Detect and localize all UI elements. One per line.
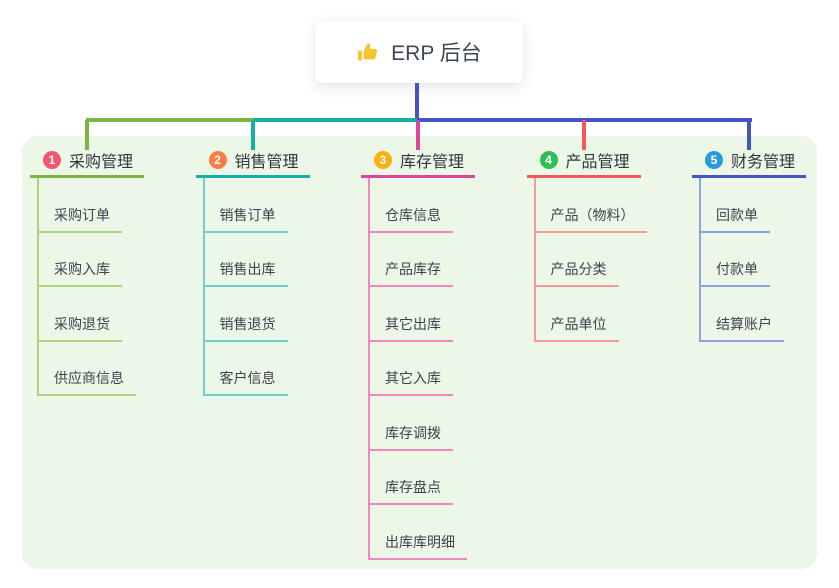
branch-badge: 5 [705,151,723,169]
branch-label: 采购管理 [69,154,134,171]
branch-riser-2 [250,120,255,150]
branch-badge: 2 [208,151,227,169]
branch-header[interactable]: 5 财务管理 [692,145,806,178]
branch-trunk-line [368,178,370,560]
child-node[interactable]: 出库库明细 [368,505,467,560]
branch-children: 仓库信息 产品库存 其它出库 其它入库 库存调拨 库存盘点 出库库明细 [368,178,475,560]
branch-children: 销售订单 销售出库 销售退货 客户信息 [202,178,310,396]
child-node[interactable]: 采购退货 [37,287,122,342]
child-node[interactable]: 产品单位 [533,287,619,342]
child-row: 付款单 [699,233,806,287]
child-row: 销售订单 [202,178,310,233]
child-node[interactable]: 产品（物料） [533,178,647,233]
child-node[interactable]: 库存盘点 [368,451,453,505]
branch-header[interactable]: 4 产品管理 [526,145,641,178]
child-row: 库存盘点 [368,451,475,505]
child-row: 回款单 [699,178,806,233]
branch-4: 4 产品管理 产品（物料） 产品分类 产品单位 [526,145,647,342]
branch-badge: 1 [43,151,61,169]
child-row: 产品分类 [533,233,641,287]
child-node[interactable]: 其它出库 [368,287,453,342]
branch-badge: 3 [374,151,392,169]
branch-label: 销售管理 [234,154,299,171]
branch-header[interactable]: 3 库存管理 [361,145,475,178]
branch-label: 财务管理 [731,154,796,171]
thumbs-up-icon [356,40,380,64]
child-node[interactable]: 销售出库 [202,233,288,287]
child-node[interactable]: 产品库存 [368,233,453,287]
branch-badge: 4 [539,151,558,169]
child-node[interactable]: 销售订单 [202,178,288,233]
child-row: 销售退货 [202,287,310,342]
bus-segment-middle [253,118,418,122]
branch-trunk-line [202,178,205,396]
branch-3: 3 库存管理 仓库信息 产品库存 其它出库 其它入库 库存调拨 库存盘点 出库库… [361,145,475,560]
child-node[interactable]: 销售退货 [202,287,288,342]
child-node[interactable]: 产品分类 [533,233,619,287]
child-row: 采购入库 [37,233,144,287]
child-row: 客户信息 [202,342,310,396]
child-row: 出库库明细 [368,505,475,560]
child-node[interactable]: 付款单 [699,233,770,287]
child-row: 结算账户 [699,287,806,342]
branch-trunk-line [37,178,39,396]
branches-panel [22,136,817,569]
child-node[interactable]: 采购订单 [37,178,122,233]
child-row: 供应商信息 [37,342,144,396]
child-node[interactable]: 库存调拨 [368,396,453,451]
branch-2: 2 销售管理 销售订单 销售出库 销售退货 客户信息 [195,145,310,396]
branch-5: 5 财务管理 回款单 付款单 结算账户 [692,145,806,342]
branch-header[interactable]: 1 采购管理 [30,145,144,178]
child-node[interactable]: 仓库信息 [368,178,453,233]
bus-segment-left [86,118,253,122]
child-node[interactable]: 客户信息 [202,342,288,396]
branch-riser-1 [85,120,89,150]
branch-label: 库存管理 [400,154,465,171]
root-node[interactable]: ERP 后台 [315,21,523,83]
child-node[interactable]: 结算账户 [699,287,784,342]
child-row: 产品库存 [368,233,475,287]
child-row: 仓库信息 [368,178,475,233]
branch-header[interactable]: 2 销售管理 [195,145,310,178]
child-row: 其它出库 [368,287,475,342]
child-node[interactable]: 回款单 [699,178,770,233]
child-row: 销售出库 [202,233,310,287]
root-connector-line [415,83,419,119]
branch-riser-4 [581,120,586,150]
child-node[interactable]: 供应商信息 [37,342,136,396]
branch-children: 采购订单 采购入库 采购退货 供应商信息 [37,178,144,396]
child-row: 其它入库 [368,342,475,396]
branch-1: 1 采购管理 采购订单 采购入库 采购退货 供应商信息 [30,145,144,396]
branch-trunk-line [533,178,536,342]
child-row: 采购订单 [37,178,144,233]
branch-children: 回款单 付款单 结算账户 [699,178,806,342]
child-row: 产品（物料） [533,178,647,233]
branch-children: 产品（物料） 产品分类 产品单位 [533,178,647,342]
branch-riser-5 [747,120,751,150]
branch-label: 产品管理 [565,154,630,171]
child-row: 产品单位 [533,287,641,342]
child-node[interactable]: 其它入库 [368,342,453,396]
child-node[interactable]: 采购入库 [37,233,122,287]
branch-trunk-line [699,178,701,342]
root-title: ERP 后台 [391,42,482,65]
branch-riser-3 [416,120,420,150]
child-row: 采购退货 [37,287,144,342]
child-row: 库存调拨 [368,396,475,451]
